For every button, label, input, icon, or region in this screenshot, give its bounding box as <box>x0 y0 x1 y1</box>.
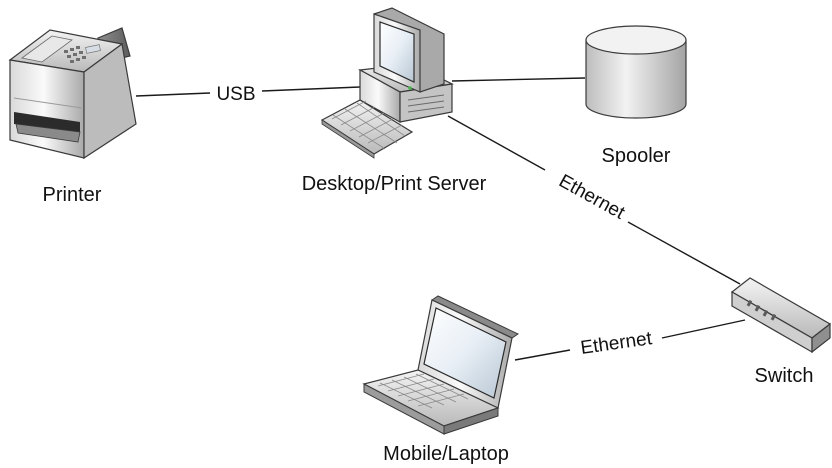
edge-printer-server: USB <box>135 84 361 105</box>
switch-label: Switch <box>755 365 814 387</box>
edge-label-usb: USB <box>216 84 255 105</box>
printer-icon <box>8 27 137 160</box>
printer-label: Printer <box>43 184 102 206</box>
edge-label-ethernet-laptop: Ethernet <box>579 328 654 359</box>
network-switch-icon <box>730 277 832 354</box>
desktop-computer-icon <box>320 7 454 159</box>
edge-label-ethernet-server: Ethernet <box>555 171 629 225</box>
edge-server-spooler <box>451 77 586 82</box>
edge-laptop-switch: Ethernet <box>514 319 746 361</box>
edge-server-switch: Ethernet <box>447 115 741 285</box>
database-cylinder-icon <box>585 25 687 119</box>
desktop-print-server-label: Desktop/Print Server <box>302 173 487 195</box>
mobile-laptop-label: Mobile/Laptop <box>383 443 509 465</box>
laptop-icon <box>362 295 520 435</box>
spooler-label: Spooler <box>602 145 671 167</box>
